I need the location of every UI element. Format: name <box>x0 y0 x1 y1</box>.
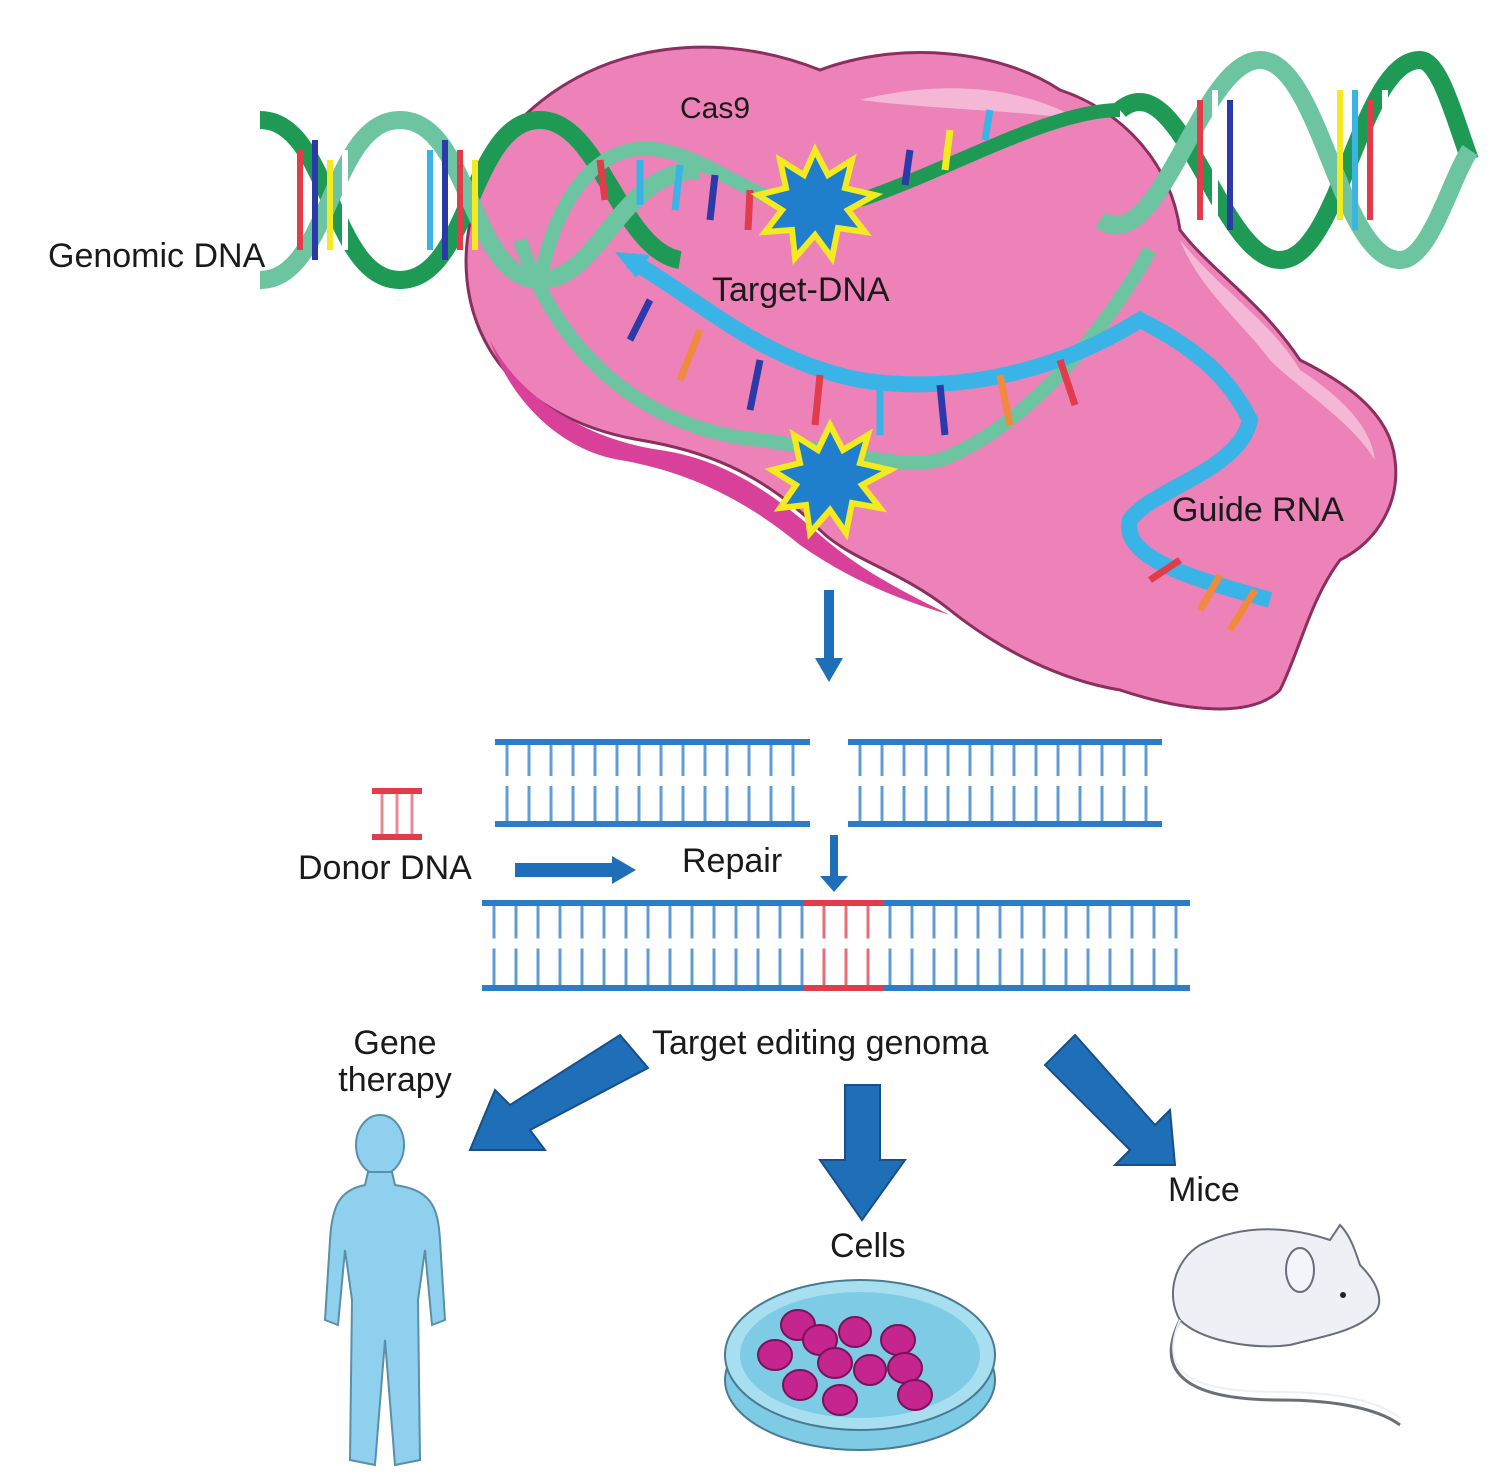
donor-insert-top <box>803 900 883 906</box>
cut-site-star-bottom <box>764 418 899 541</box>
label-repair: Repair <box>682 842 783 880</box>
label-cells: Cells <box>830 1227 906 1265</box>
label-gene-therapy-line1: Gene <box>353 1024 437 1062</box>
arrow-to-cells <box>818 1084 907 1222</box>
human-figure-icon <box>323 1114 447 1467</box>
down-arrow-to-cut <box>815 590 843 682</box>
repaired-dna-strands <box>482 900 1190 991</box>
repair-down-arrow <box>820 835 848 892</box>
label-guide-rna: Guide RNA <box>1172 491 1344 529</box>
cut-dna-strands <box>495 739 1162 827</box>
label-genomic-dna: Genomic DNA <box>48 237 266 275</box>
dna-backbone-bottom <box>848 821 1162 827</box>
arrow-to-mice <box>1043 1033 1177 1166</box>
dna-backbone-top <box>848 739 1162 745</box>
label-cas9: Cas9 <box>680 92 751 125</box>
label-target-dna: Target-DNA <box>712 271 890 309</box>
label-gene-therapy: Gene therapy <box>330 1024 460 1100</box>
target-dna-bases <box>596 109 994 231</box>
dna-backbone-top <box>495 739 810 745</box>
label-donor-dna: Donor DNA <box>298 849 472 887</box>
target-dna-top-strand <box>533 141 782 282</box>
donor-arrow <box>515 856 636 884</box>
target-dna-top-strand-right <box>857 103 1121 207</box>
label-gene-therapy-line2: therapy <box>338 1061 452 1100</box>
label-mice: Mice <box>1168 1171 1240 1209</box>
donor-dna-icon <box>372 788 422 840</box>
petri-dish-icon <box>724 1279 996 1451</box>
donor-insert-bottom <box>803 985 883 991</box>
mouse-icon <box>1169 1223 1401 1427</box>
arrow-to-gene-therapy <box>468 1033 650 1151</box>
genomic-dna-helix-right <box>1095 50 1479 270</box>
dna-backbone-bottom <box>495 821 810 827</box>
guide-rna <box>615 252 1273 632</box>
label-target-editing-genoma: Target editing genoma <box>652 1024 989 1062</box>
cut-site-star-top <box>750 143 884 266</box>
